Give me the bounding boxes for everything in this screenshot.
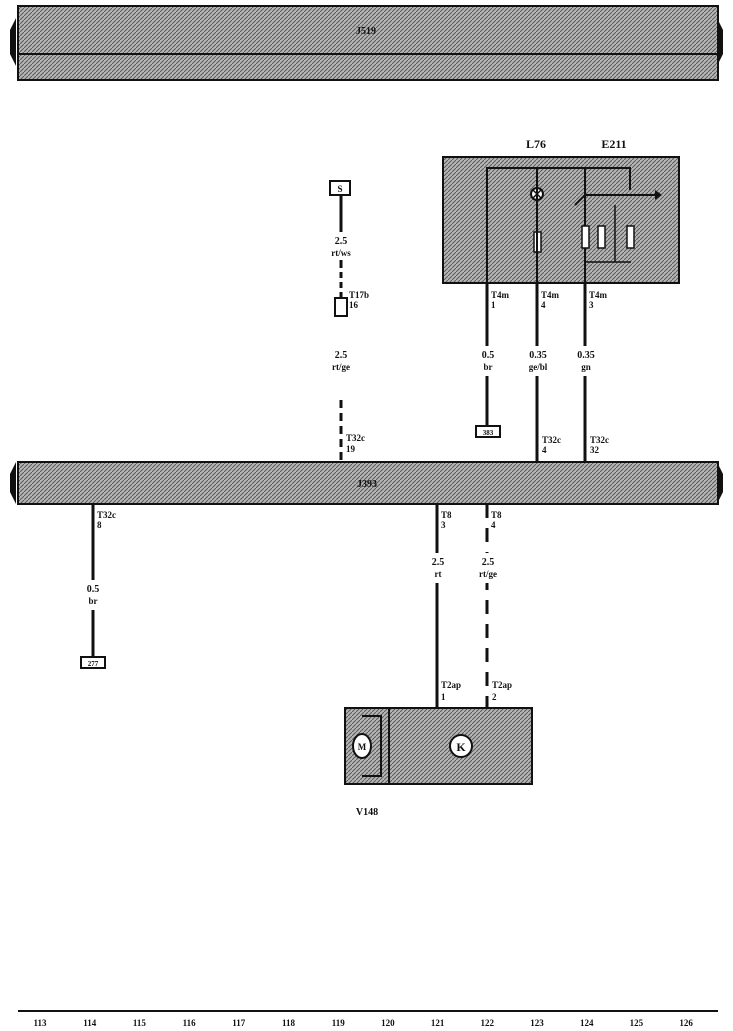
diagram-label: 0.35	[577, 350, 595, 361]
diagram-label: 0.5	[482, 350, 495, 361]
diagram-label: 383	[483, 429, 494, 437]
connector-pin: 19	[346, 444, 356, 454]
bus-middle: J393	[10, 461, 723, 505]
diagram-label: T8	[441, 510, 452, 520]
continue-right-icon	[717, 462, 723, 504]
footer-numbers: 113 114 115 116 117 118 119 120 121 122 123 124 125 1…	[33, 1018, 693, 1028]
diagram-label: M	[358, 742, 367, 752]
wire-color: rt/ws	[331, 248, 351, 258]
ground-point	[475, 425, 501, 438]
resistor-bank-icon	[581, 205, 635, 263]
bus-middle-label: J393	[357, 479, 377, 490]
wire-size: 2.5	[335, 350, 348, 361]
continue-left-icon	[10, 462, 16, 504]
diagram-label: K	[456, 740, 466, 754]
diagram-label: gn	[581, 362, 591, 372]
diagram-label: 2.5	[432, 557, 445, 568]
connector-icon	[334, 297, 348, 317]
continue-left-icon	[10, 18, 16, 66]
connector-label: T17b	[349, 290, 369, 300]
footer-number: 115	[133, 1018, 147, 1028]
footer-number: 114	[83, 1018, 97, 1028]
switch-label: E211	[601, 137, 626, 151]
bus-top: J519	[10, 5, 723, 81]
diagram-label: 3	[441, 520, 446, 530]
diagram-label: T32c	[542, 435, 561, 445]
footer-number: 118	[282, 1018, 296, 1028]
diagram-label: 1	[491, 300, 496, 310]
motor-icon	[352, 733, 372, 759]
motor-label: V148	[356, 807, 378, 818]
k-symbol-icon	[449, 734, 473, 758]
footer-number: 117	[232, 1018, 246, 1028]
diagram-label: 4	[542, 445, 547, 455]
diagram-label: br	[89, 596, 98, 606]
diagram-label: 277	[88, 660, 99, 668]
diagram-label: T32c	[97, 510, 116, 520]
footer-number: 120	[381, 1018, 395, 1028]
switch-module: L76 E211	[442, 137, 680, 284]
terminal-box	[329, 180, 351, 196]
wire-color: rt/ge	[332, 362, 350, 372]
diagram-label: T2ap	[492, 680, 512, 690]
diagram-label: 4	[541, 300, 546, 310]
connector-label: T32c	[346, 433, 365, 443]
diagram-label: 0.35	[529, 350, 547, 361]
diagram-label: T4m	[541, 290, 560, 300]
footer-number: 121	[431, 1018, 445, 1028]
diagram-label: 0.5	[87, 584, 100, 595]
diagram-label: 1	[441, 692, 446, 702]
connector-pin: 16	[349, 300, 359, 310]
diagram-label: ge/bl	[529, 362, 548, 372]
footer-number: 125	[630, 1018, 644, 1028]
footer-number: 122	[481, 1018, 495, 1028]
bus-top-label: J519	[356, 26, 376, 37]
diagram-label: T8	[491, 510, 502, 520]
lamp-label: L76	[526, 137, 546, 151]
diagram-label: T2ap	[441, 680, 461, 690]
wire-size: 2.5	[335, 236, 348, 247]
diagram-label: br	[484, 362, 493, 372]
diagram-label: T4m	[491, 290, 510, 300]
diagram-label: rt/ge	[479, 569, 497, 579]
diagram-label: T32c	[590, 435, 609, 445]
motor-module: M K V148	[344, 707, 533, 818]
footer-number: 116	[183, 1018, 197, 1028]
footer-number: 124	[580, 1018, 594, 1028]
footer-number: 119	[332, 1018, 346, 1028]
terminal-label: S	[337, 184, 342, 194]
ground-point	[80, 656, 106, 669]
diagram-label: 32	[590, 445, 600, 455]
diagram-label: rt	[435, 569, 442, 579]
footer-number: 113	[33, 1018, 47, 1028]
diagram-label: 2.5	[482, 557, 495, 568]
footer-number: 123	[530, 1018, 544, 1028]
diagram-label: 2	[492, 692, 497, 702]
continue-right-icon	[717, 18, 723, 66]
footer-number: 126	[679, 1018, 693, 1028]
diagram-label: 8	[97, 520, 102, 530]
diagram-label: 3	[589, 300, 594, 310]
diagram-label: T4m	[589, 290, 608, 300]
diagram-label: 4	[491, 520, 496, 530]
